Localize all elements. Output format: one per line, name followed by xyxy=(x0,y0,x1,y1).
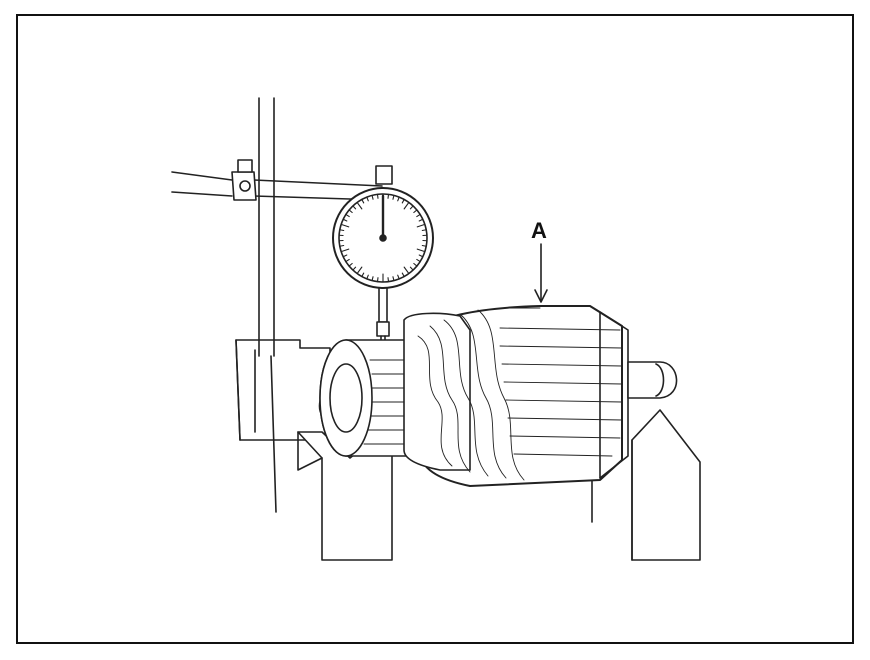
dial-tick xyxy=(418,254,424,258)
dial-tick xyxy=(342,254,348,258)
dial-tick xyxy=(409,205,414,210)
dial-tick xyxy=(376,193,379,199)
dial-tick xyxy=(352,205,357,210)
dial-tick xyxy=(352,266,357,271)
dial-tick xyxy=(371,194,374,200)
dial-tick xyxy=(340,248,350,253)
dial-tick xyxy=(371,276,374,282)
callout-a-arrow xyxy=(534,243,548,303)
dial-tick xyxy=(401,198,405,204)
dial-tick xyxy=(366,196,369,202)
dial-tick xyxy=(413,209,418,214)
dial-tick xyxy=(356,266,363,275)
dial-tick xyxy=(421,244,427,247)
dial-indicator xyxy=(332,165,434,347)
dial-tick xyxy=(392,276,395,282)
dial-tick xyxy=(403,266,410,275)
dial-tick xyxy=(342,218,348,222)
dial-tick xyxy=(340,223,350,228)
dial-tick xyxy=(403,201,410,210)
commutator xyxy=(319,339,421,457)
dial-tick xyxy=(418,218,424,222)
dial-tick xyxy=(397,274,400,280)
dial-tick xyxy=(348,262,353,267)
dial-tick xyxy=(409,266,414,271)
dial-tick xyxy=(376,277,379,283)
dial-tick xyxy=(416,213,421,218)
armature-shaft-right xyxy=(627,361,678,399)
dial-tick xyxy=(345,213,350,218)
callout-a-label: A xyxy=(531,218,547,243)
dial-tick xyxy=(339,244,345,247)
dial-tick xyxy=(366,274,369,280)
dial-tick xyxy=(387,277,390,283)
dial-tick xyxy=(397,196,400,202)
dial-tick xyxy=(416,258,421,263)
dial-tick xyxy=(392,194,395,200)
dial-tick xyxy=(416,223,426,228)
stand-rod xyxy=(258,97,277,513)
dial-tick xyxy=(401,272,405,278)
dial-tick xyxy=(361,198,365,204)
armature-core xyxy=(403,305,629,487)
dial-indicator-stand-base xyxy=(235,339,331,441)
dial-tick xyxy=(387,193,390,199)
dial-tick xyxy=(345,258,350,263)
dial-tick xyxy=(356,201,363,210)
dial-tick xyxy=(413,262,418,267)
indicator-arm xyxy=(171,159,383,201)
dial-tick xyxy=(361,272,365,278)
dial-tick xyxy=(348,209,353,214)
dial-tick xyxy=(421,229,427,232)
dial-tick xyxy=(416,248,426,253)
dial-tick xyxy=(339,229,345,232)
